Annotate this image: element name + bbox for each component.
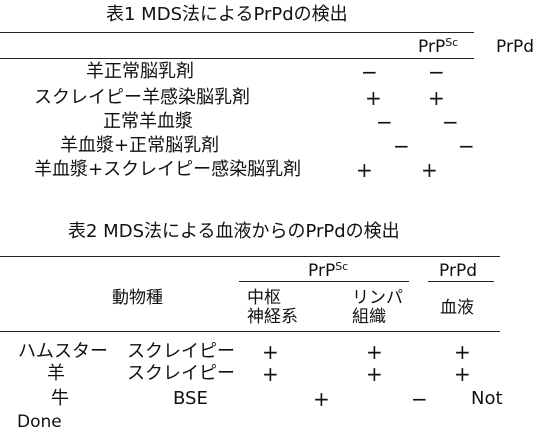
table2-top-rule (0, 256, 500, 257)
table1-row-prpd: + (428, 86, 445, 110)
table2-prpsc-rule (239, 281, 409, 282)
table1-header-prpsc: PrPSc (418, 36, 459, 57)
status-text: Done (17, 412, 62, 432)
table1-row-prpd: − (428, 60, 445, 84)
table2-header-animal: 動物種 (112, 288, 163, 308)
table2-row-lymph: + (366, 340, 383, 364)
table2-row-cns: + (262, 340, 279, 364)
table2-header-lymph-line1: リンパ (352, 288, 403, 308)
table1-row-prpsc: + (356, 158, 373, 182)
table1-row-prpd: − (442, 110, 459, 134)
table1-top-rule (0, 32, 474, 33)
table1-row-prpsc: − (393, 134, 410, 158)
table2-row-lymph: + (366, 362, 383, 386)
table1-row-label: 羊血漿+スクレイピー感染脳乳剤 (34, 159, 302, 180)
table1-row-prpsc: + (365, 86, 382, 110)
table2-row-animal: 牛 (51, 388, 69, 409)
table1-row-label: スクレイピー羊感染脳乳剤 (34, 87, 250, 108)
table2-row-animal: 羊 (47, 363, 65, 384)
table2-row-cns: + (262, 362, 279, 386)
table2-title: 表2 MDS法による血液からのPrPdの検出 (68, 221, 400, 242)
table1-row-prpd: − (458, 134, 475, 158)
table2-row-lymph: − (411, 387, 428, 411)
table2-prpd-rule (428, 281, 494, 282)
table2-header-cns-line2: 神経系 (247, 307, 298, 327)
table1-title: 表1 MDS法によるPrPdの検出 (106, 4, 348, 25)
table1-row-label: 羊血漿+正常脳乳剤 (60, 135, 220, 156)
table2-row-disease: スクレイピー (127, 363, 235, 384)
table2-row-cns: + (313, 387, 330, 411)
table2-row-blood: Not (471, 388, 503, 409)
table1-row-prpsc: − (376, 110, 393, 134)
table1-row-label: 正常羊血漿 (103, 111, 193, 132)
table2-row-animal: ハムスター (18, 341, 108, 362)
table1-row-prpsc: − (361, 60, 378, 84)
table2-header-prpd: PrPd (439, 261, 477, 281)
table2-header-rule (0, 331, 500, 332)
table2-header-prpsc: PrPSc (308, 260, 349, 281)
table2-row-blood: + (454, 362, 471, 386)
table1-row-label: 羊正常脳乳剤 (86, 61, 194, 82)
table2-row-disease: BSE (173, 388, 208, 409)
table2-row-disease: スクレイピー (127, 341, 235, 362)
table1-header-prpd: PrPd (496, 37, 534, 57)
table2-row-blood: + (454, 340, 471, 364)
table2-header-blood: 血液 (440, 298, 474, 318)
table1-row-prpd: + (421, 158, 438, 182)
table2-header-cns-line1: 中枢 (247, 288, 281, 308)
table2-header-lymph-line2: 組織 (352, 307, 386, 327)
table1-header-rule (0, 58, 474, 59)
